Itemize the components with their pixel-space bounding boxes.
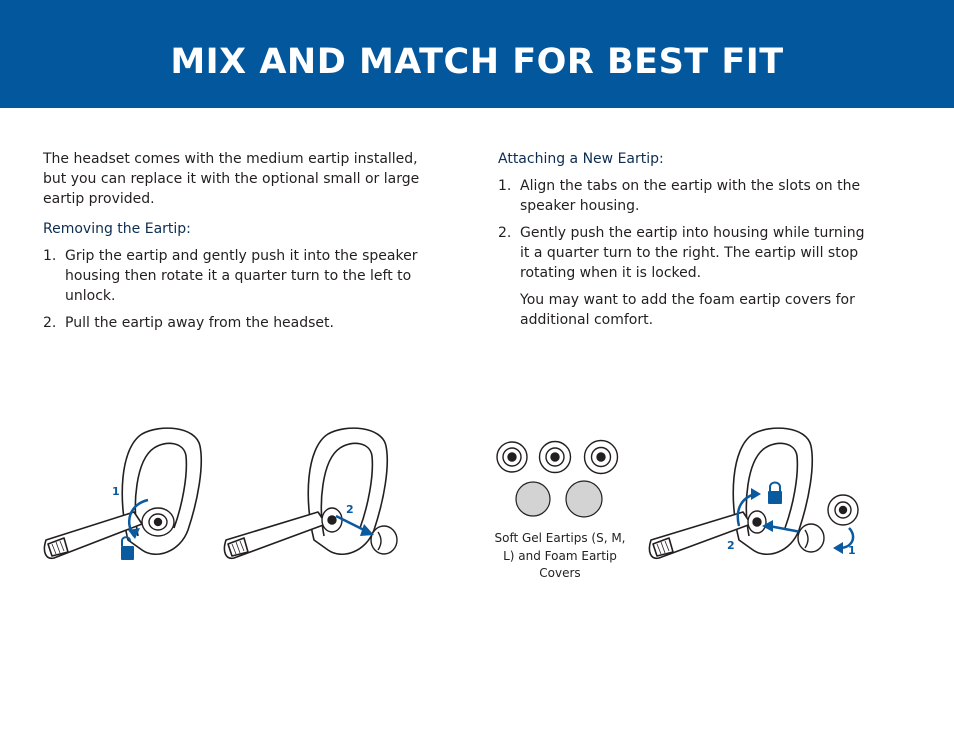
removing-heading: Removing the Eartip: <box>43 221 191 237</box>
gel-eartip-medium <box>538 440 572 474</box>
attaching-heading: Attaching a New Eartip: <box>498 151 664 167</box>
list-item: 2. Gently push the eartip into housing w… <box>498 223 866 283</box>
step-number: 2. <box>43 315 57 331</box>
list-item: 1. Grip the eartip and gently push it in… <box>43 246 443 306</box>
foam-cover <box>565 480 603 518</box>
gel-eartip-side-view <box>827 494 859 526</box>
removing-column: The headset comes with the medium eartip… <box>43 149 443 340</box>
speaker-housing <box>321 507 343 533</box>
attaching-column: Attaching a New Eartip: 1. Align the tab… <box>498 149 866 330</box>
step-label-1: 1 <box>848 544 856 557</box>
eartips-caption: Soft Gel Eartips (S, M, L) and Foam Eart… <box>494 531 626 580</box>
step-label-2: 2 <box>346 503 354 516</box>
headset-boom <box>43 511 143 560</box>
gel-eartip-small <box>496 441 528 473</box>
step-number: 2. <box>498 225 512 241</box>
step-number: 1. <box>498 178 512 194</box>
unlocked-padlock-icon <box>121 536 134 560</box>
title-banner: MIX AND MATCH FOR BEST FIT <box>0 0 954 108</box>
step-text: Gently push the eartip into housing whil… <box>520 225 865 281</box>
unlock-eartip-illustration: 1 <box>43 427 203 560</box>
attach-eartip-illustration: 2 1 <box>648 427 859 560</box>
intro-text: The headset comes with the medium eartip… <box>43 151 420 207</box>
remove-eartip-illustration: 2 <box>223 427 398 560</box>
eartip <box>141 507 175 537</box>
speaker-housing <box>747 510 767 534</box>
step-label-1: 1 <box>112 485 120 498</box>
list-item: 1. Align the tabs on the eartip with the… <box>498 176 866 216</box>
eartip <box>370 525 398 555</box>
step-text: Grip the eartip and gently push it into … <box>65 248 418 304</box>
step-number: 1. <box>43 248 57 264</box>
eartip <box>797 523 825 553</box>
list-item: 2. Pull the eartip away from the headset… <box>43 313 443 333</box>
attaching-steps: 1. Align the tabs on the eartip with the… <box>498 176 866 283</box>
foam-cover-note: You may want to add the foam eartip cove… <box>520 292 855 328</box>
push-arrow-icon <box>768 524 802 534</box>
step-label-2: 2 <box>727 539 735 552</box>
removing-steps: 1. Grip the eartip and gently push it in… <box>43 246 443 333</box>
locked-padlock-icon <box>768 481 782 504</box>
step-text: Pull the eartip away from the headset. <box>65 315 334 331</box>
step-text: Align the tabs on the eartip with the sl… <box>520 178 861 214</box>
eartips-illustration <box>496 439 619 518</box>
page-title: MIX AND MATCH FOR BEST FIT <box>170 42 784 82</box>
foam-cover <box>515 481 551 517</box>
gel-eartip-large <box>583 439 619 475</box>
